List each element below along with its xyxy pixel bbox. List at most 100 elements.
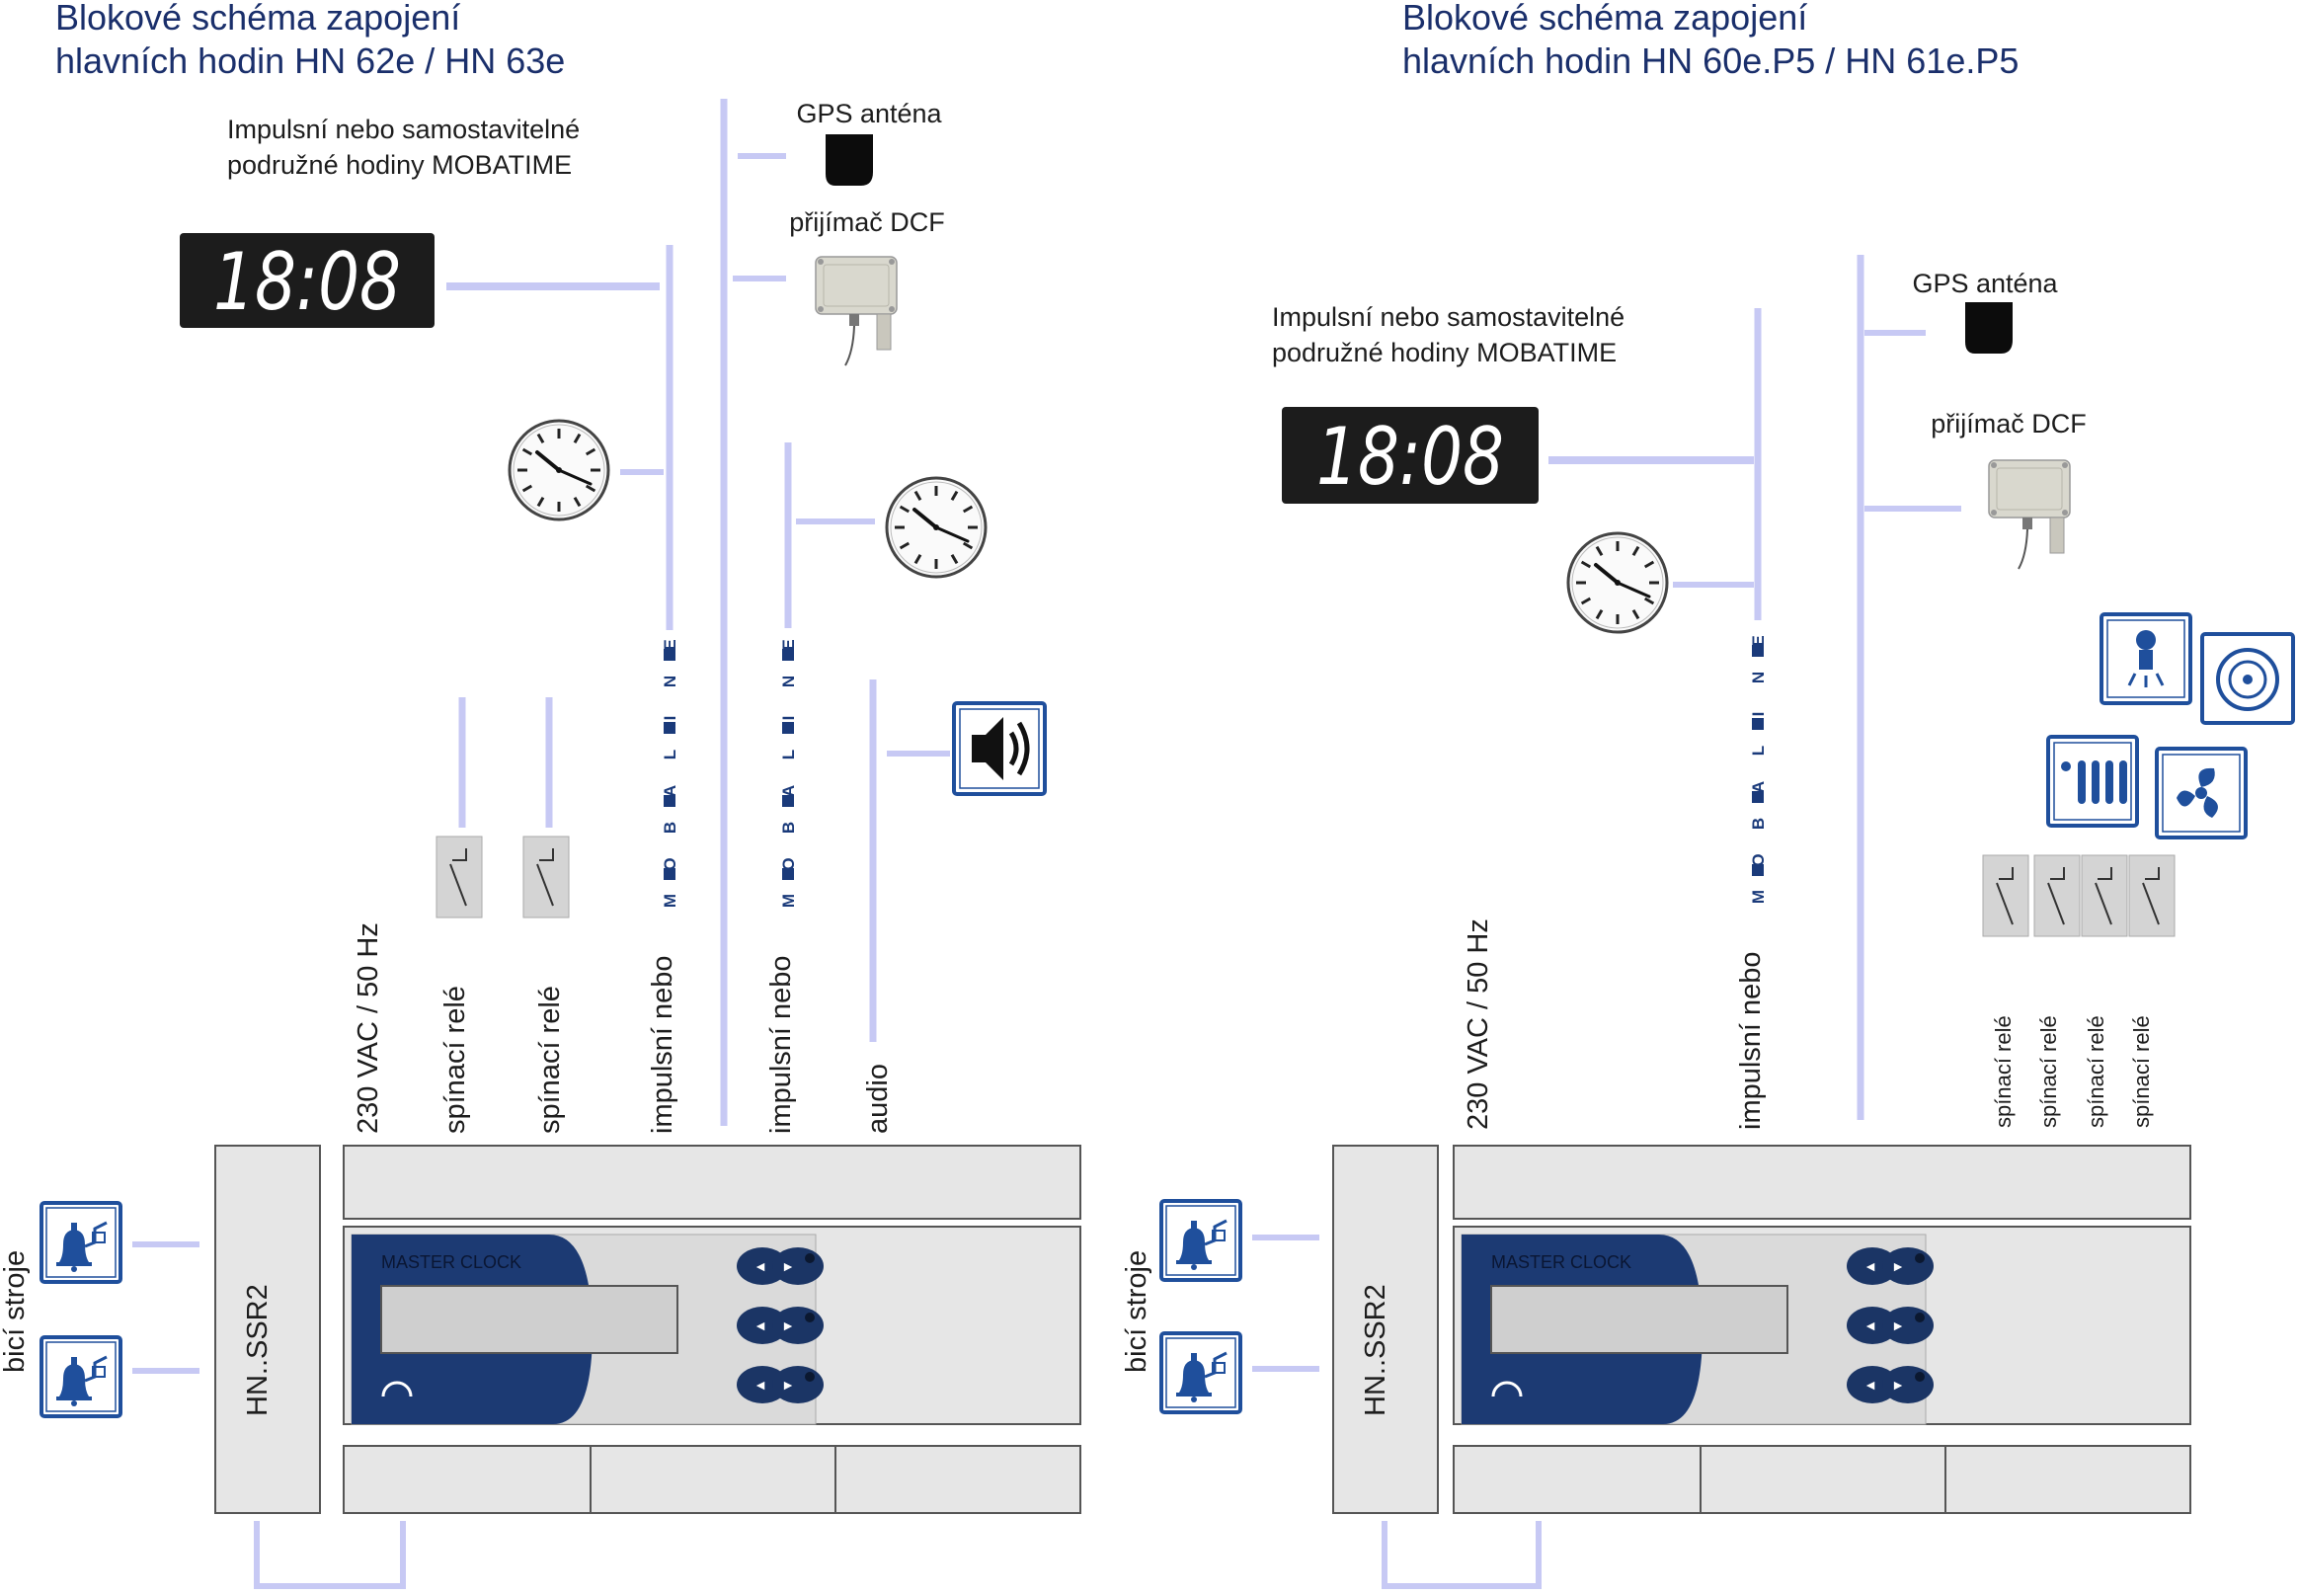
left-terminal-block-bottom-2 xyxy=(590,1445,836,1514)
right-bells-label: bicí stroje xyxy=(1121,1250,1152,1373)
right-slave-clocks-line1: Impulsní nebo samostavitelné xyxy=(1272,302,1624,332)
mobaline-square xyxy=(664,868,675,880)
mobaline-square xyxy=(782,868,794,880)
right-analog-clock xyxy=(1566,531,1669,634)
left-gps-antenna-icon xyxy=(826,134,873,186)
mobaline-letter: L xyxy=(1749,746,1768,756)
left-audio-label: audio xyxy=(862,1064,894,1134)
mobaline-square xyxy=(1752,681,1764,693)
left-terminal-block-bottom-1 xyxy=(343,1445,592,1514)
left-terminal-block-top xyxy=(343,1145,1081,1220)
mobaline-letter: A xyxy=(661,785,679,797)
left-bells-label: bicí stroje xyxy=(0,1250,31,1373)
right-diagram: Blokové schéma zapojení hlavních hodin H… xyxy=(1121,0,2295,1589)
mobaline-square xyxy=(782,795,794,807)
mobaline-square xyxy=(782,832,794,843)
mobaline-letter: B xyxy=(661,822,679,834)
mobaline-square xyxy=(664,649,675,661)
right-terminal-block-bottom-3 xyxy=(1944,1445,2191,1514)
mobaline-letter: B xyxy=(779,822,798,834)
left-relay-2 xyxy=(522,836,570,918)
right-title-line1: Blokové schéma zapojení xyxy=(1402,0,1807,38)
mobaline-letter: A xyxy=(1749,781,1768,793)
left-dcf-label: přijímač DCF xyxy=(789,207,945,237)
right-bell-icon-1 xyxy=(1159,1199,1242,1282)
left-dcf-receiver-icon xyxy=(815,256,898,366)
right-relay3-label: spínací relé xyxy=(2084,1015,2108,1128)
right-terminal-block-bottom-1 xyxy=(1453,1445,1702,1514)
left-diagram: Blokové schéma zapojení hlavních hodin H… xyxy=(0,0,1081,1589)
right-dcf-label: přijímač DCF xyxy=(1931,409,2087,439)
mobaline-letter: E xyxy=(779,639,798,650)
left-analog-clock-2 xyxy=(885,476,988,579)
mobaline-square xyxy=(1752,864,1764,876)
right-relay-1 xyxy=(1982,854,2029,937)
right-terminal-block-top xyxy=(1453,1145,2191,1220)
right-dcf-receiver-icon xyxy=(1988,459,2071,570)
mobaline-square xyxy=(664,722,675,734)
right-relay-3 xyxy=(2081,854,2128,937)
left-digital-clock: 18:08 xyxy=(180,233,435,328)
right-relay2-label: spínací relé xyxy=(2036,1015,2061,1128)
left-slave-clocks-line2: podružné hodiny MOBATIME xyxy=(227,150,572,180)
left-digital-clock-time: 18:08 xyxy=(213,236,401,328)
right-master-clock-panel: MASTER CLOCK xyxy=(1461,1234,1934,1425)
left-keypad-row-1 xyxy=(737,1247,824,1285)
mobaline-letter: E xyxy=(661,639,679,650)
left-keypad-row-2 xyxy=(737,1307,824,1344)
right-line1-label: impulsní nebo xyxy=(1735,951,1767,1130)
mobaline-letter: O xyxy=(661,857,679,870)
left-relay1-label: spínací relé xyxy=(439,986,471,1134)
left-bell-icon-1 xyxy=(40,1201,122,1284)
mobaline-square xyxy=(782,685,794,697)
right-relay-4 xyxy=(2128,854,2176,937)
left-ssr-module-label: HN..SSR2 xyxy=(242,1284,274,1416)
left-analog-clock-1 xyxy=(508,419,610,521)
right-power-label: 230 VAC / 50 Hz xyxy=(1463,918,1494,1130)
mobaline-letter: B xyxy=(1749,818,1768,830)
left-title-line2: hlavních hodin HN 62e / HN 63e xyxy=(55,40,565,81)
left-ssr-module xyxy=(214,1145,321,1514)
right-siren-icon xyxy=(2200,632,2295,725)
right-title-line2: hlavních hodin HN 60e.P5 / HN 61e.P5 xyxy=(1402,40,2019,81)
left-relay-1 xyxy=(436,836,483,918)
mobaline-square xyxy=(664,795,675,807)
right-keypad-row-3 xyxy=(1847,1366,1934,1403)
mobaline-letter: A xyxy=(779,785,798,797)
right-heater-icon xyxy=(2046,735,2139,828)
mobaline-square xyxy=(1752,755,1764,766)
right-keypad-row-2 xyxy=(1847,1307,1934,1344)
mobaline-letter: N xyxy=(779,676,798,687)
left-line1-label: impulsní nebo xyxy=(647,955,678,1134)
mobaline-square xyxy=(1752,645,1764,657)
mobaline-letter: L xyxy=(661,750,679,759)
right-gps-antenna-icon xyxy=(1965,302,2013,354)
mobaline-letter: N xyxy=(661,676,679,687)
mobaline-letter: I xyxy=(779,716,798,721)
mobaline-letter: O xyxy=(779,857,798,870)
mobaline-letter: O xyxy=(1749,853,1768,866)
mobaline-square xyxy=(782,722,794,734)
right-relay1-label: spínací relé xyxy=(1991,1015,2016,1128)
right-ssr-module xyxy=(1332,1145,1439,1514)
left-keypad-row-3 xyxy=(737,1366,824,1403)
right-gps-label: GPS anténa xyxy=(1912,269,2058,298)
left-power-label: 230 VAC / 50 Hz xyxy=(353,922,384,1134)
mobaline-square xyxy=(664,685,675,697)
right-keypad-row-1 xyxy=(1847,1247,1934,1285)
mobaline-letter: I xyxy=(1749,712,1768,717)
left-master-clock-panel: MASTER CLOCK xyxy=(351,1234,824,1425)
right-relay4-label: spínací relé xyxy=(2129,1015,2154,1128)
left-gps-label: GPS anténa xyxy=(796,99,942,128)
mobaline-square xyxy=(664,832,675,843)
mobaline-square xyxy=(1752,791,1764,803)
left-master-clock-label: MASTER CLOCK xyxy=(381,1252,521,1272)
mobaline-square xyxy=(782,758,794,770)
left-speaker-icon xyxy=(952,701,1047,796)
mobaline-square xyxy=(664,758,675,770)
right-digital-clock: 18:08 xyxy=(1282,407,1539,504)
mobaline-letter: M xyxy=(779,894,798,908)
